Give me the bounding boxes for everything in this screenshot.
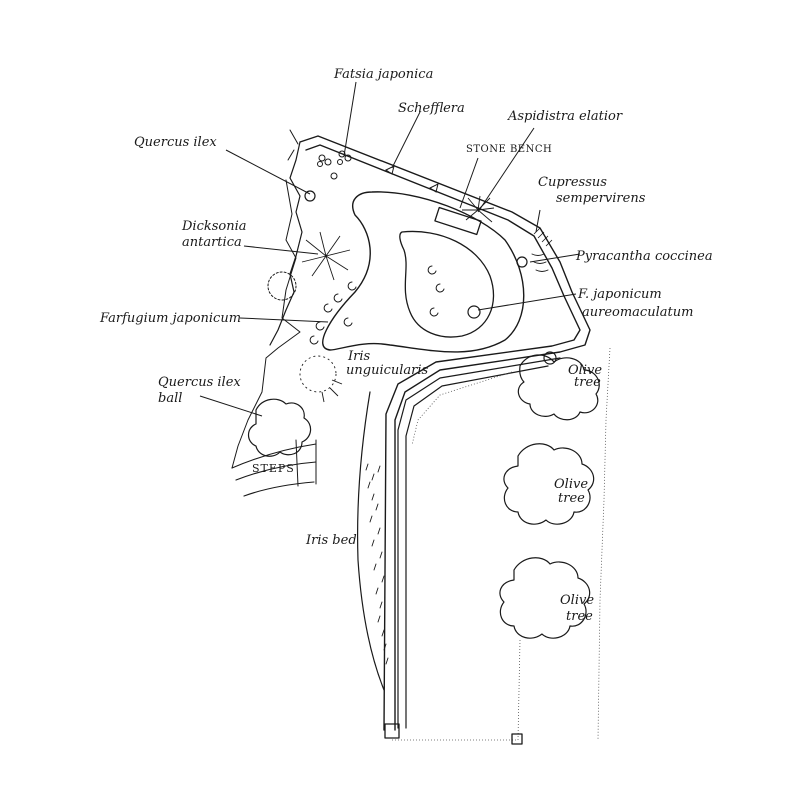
small-shrub-west	[267, 271, 297, 301]
olive-tree-2	[503, 443, 595, 525]
label-aspidistra-elatior: Aspidistra elatior	[507, 109, 623, 124]
label-quercus-ball-line1: Quercus ilex	[158, 375, 241, 390]
olive-tree-3	[499, 557, 591, 639]
lawn-inner-bed	[399, 230, 495, 338]
label-f-japonicum-line2: aureomaculatum	[582, 305, 693, 320]
label-olive-tree-3-line2: tree	[566, 609, 593, 624]
label-cupressus-line1: Cupressus	[538, 175, 607, 190]
label-stone-bench: STONE BENCH	[466, 144, 552, 155]
label-dicksonia-line2: antartica	[182, 235, 242, 250]
label-stone-bench-text: STONE BENCH	[466, 144, 552, 155]
label-olive-tree-1-line2: tree	[574, 375, 601, 390]
f-japonicum-symbol	[467, 305, 481, 319]
cupressus-symbol	[533, 227, 553, 247]
stone-bench	[434, 206, 482, 236]
steps	[231, 439, 317, 497]
label-steps: STEPS	[252, 462, 295, 475]
leader-lines	[199, 81, 581, 417]
schefflera-symbols	[385, 165, 439, 193]
label-iris-unguicularis-line2: unguicularis	[346, 363, 429, 378]
label-olive-tree-2-line1: Olive	[554, 477, 588, 492]
olive-tree-1	[517, 354, 600, 421]
path-end-post-right	[511, 733, 523, 745]
quercus-ilex-ball	[247, 398, 312, 457]
label-olive-tree-1-line1: Olive	[568, 363, 602, 378]
aspidistra-symbol	[462, 195, 495, 223]
boundary-wall	[269, 135, 591, 731]
fatsia-symbols	[317, 150, 352, 180]
east-dotted-lines	[392, 347, 611, 741]
label-schefflera: Schefflera	[398, 101, 465, 116]
label-cupressus-line2: sempervirens	[556, 191, 646, 206]
farfugium-symbols	[309, 265, 445, 345]
label-olive-tree-2-line2: tree	[558, 491, 585, 506]
path-end-post-left	[384, 723, 400, 739]
label-pyracantha-coccinea: Pyracantha coccinea	[575, 249, 713, 264]
path-junction-marker	[543, 351, 557, 365]
label-farfugium-japonicum: Farfugium japonicum	[99, 311, 241, 326]
label-fatsia-japonica: Fatsia japonica	[333, 67, 433, 82]
label-quercus-ilex: Quercus ilex	[134, 135, 217, 150]
south-path	[397, 357, 561, 729]
label-olive-tree-3-line1: Olive	[560, 593, 594, 608]
label-iris-unguicularis-line1: Iris	[347, 349, 371, 364]
label-quercus-ball-line2: ball	[158, 391, 182, 406]
west-boundary	[231, 129, 301, 469]
pyracantha-symbol	[516, 253, 549, 272]
lawn-outer	[322, 191, 525, 353]
iris-unguicularis-symbol	[299, 355, 343, 403]
iris-bed	[357, 391, 389, 691]
label-f-japonicum-line1: F. japonicum	[577, 287, 662, 302]
dicksonia-symbol	[301, 231, 351, 281]
label-iris-bed: Iris bed	[305, 533, 357, 548]
quercus-ilex-symbol	[304, 190, 316, 202]
label-dicksonia-line1: Dicksonia	[181, 219, 247, 234]
